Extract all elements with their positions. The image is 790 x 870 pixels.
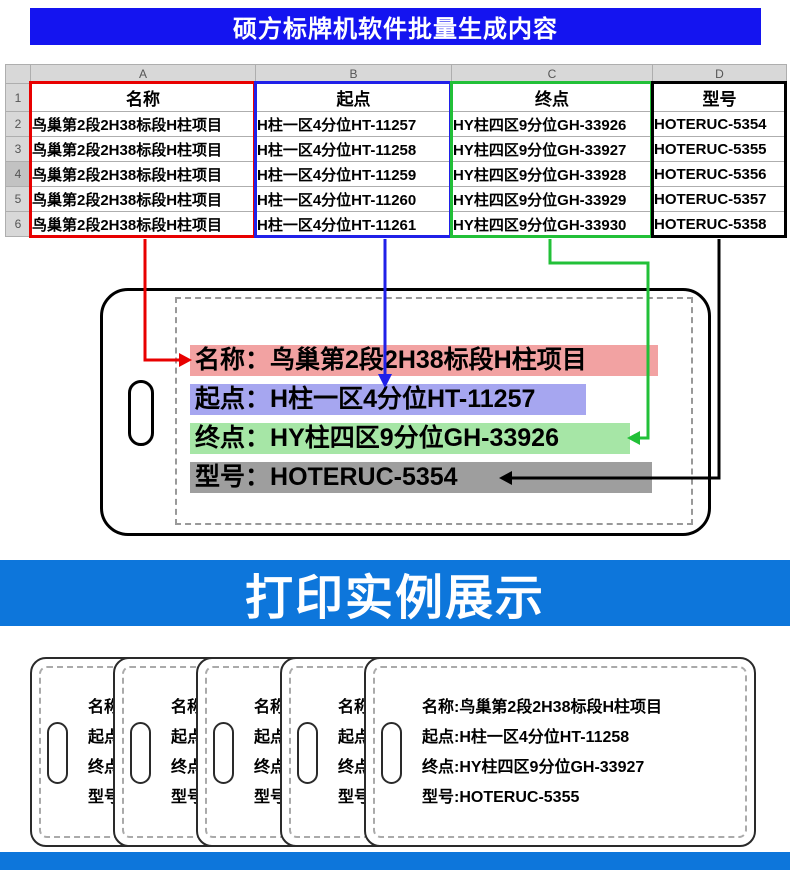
header-cell-end[interactable]: 终点 <box>451 83 653 112</box>
header-cell-model[interactable]: 型号 <box>652 83 787 112</box>
cell-end[interactable]: HY柱四区9分位GH-33930 <box>451 211 653 237</box>
column-letter-row: A B C D <box>5 64 787 84</box>
row-number[interactable]: 4 <box>5 161 31 187</box>
cell-start[interactable]: H柱一区4分位HT-11257 <box>255 111 452 137</box>
print-example-banner: 打印实例展示 <box>0 560 790 626</box>
row-number[interactable]: 2 <box>5 111 31 137</box>
column-header-c[interactable]: C <box>451 64 653 84</box>
row-number[interactable]: 5 <box>5 186 31 212</box>
top-banner: 硕方标牌机软件批量生成内容 <box>30 8 761 45</box>
row-number[interactable]: 6 <box>5 211 31 237</box>
table-row: 5 鸟巢第2段2H38标段H柱项目 H柱一区4分位HT-11260 HY柱四区9… <box>5 186 787 212</box>
preview-value: 鸟巢第2段2H38标段H柱项目 <box>270 346 587 374</box>
cell-name[interactable]: 鸟巢第2段2H38标段H柱项目 <box>30 186 256 212</box>
cell-model[interactable]: HOTERUC-5356 <box>652 161 787 187</box>
column-header-b[interactable]: B <box>255 64 452 84</box>
tag-hole-icon <box>213 722 234 784</box>
cell-model[interactable]: HOTERUC-5358 <box>652 211 787 237</box>
label-preview-tag: 名称：鸟巢第2段2H38标段H柱项目 起点：H柱一区4分位HT-11257 终点… <box>100 288 711 536</box>
column-header-a[interactable]: A <box>30 64 256 84</box>
tag-hole-icon <box>47 722 68 784</box>
bottom-strip <box>0 852 790 870</box>
preview-value: HY柱四区9分位GH-33926 <box>270 424 559 452</box>
preview-label: 终点： <box>195 424 271 452</box>
header-cell-name[interactable]: 名称 <box>30 83 256 112</box>
preview-value: H柱一区4分位HT-11257 <box>270 385 536 413</box>
table-header-row: 1 名称 起点 终点 型号 <box>5 83 787 112</box>
preview-label: 名称： <box>195 346 271 374</box>
cell-end[interactable]: HY柱四区9分位GH-33929 <box>451 186 653 212</box>
table-row: 4 鸟巢第2段2H38标段H柱项目 H柱一区4分位HT-11259 HY柱四区9… <box>5 161 787 187</box>
preview-line-start: 起点：H柱一区4分位HT-11257 <box>190 384 586 415</box>
printed-line-model: 型号:HOTERUC-5355 <box>422 789 580 806</box>
table-row: 6 鸟巢第2段2H38标段H柱项目 H柱一区4分位HT-11261 HY柱四区9… <box>5 211 787 237</box>
tag-hole-icon <box>128 380 154 446</box>
row-number[interactable]: 1 <box>5 83 31 112</box>
cell-name[interactable]: 鸟巢第2段2H38标段H柱项目 <box>30 111 256 137</box>
printed-line-end: 终点:HY柱四区9分位GH-33927 <box>422 759 645 776</box>
preview-line-model: 型号：HOTERUC-5354 <box>190 462 652 493</box>
tag-hole-icon <box>297 722 318 784</box>
print-area-dashed-border <box>373 666 747 838</box>
tag-hole-icon <box>381 722 402 784</box>
printed-tag-front: 名称:鸟巢第2段2H38标段H柱项目 起点:H柱一区4分位HT-11258 终点… <box>364 657 756 847</box>
sheet-corner[interactable] <box>5 64 31 84</box>
cell-model[interactable]: HOTERUC-5355 <box>652 136 787 162</box>
cell-model[interactable]: HOTERUC-5354 <box>652 111 787 137</box>
cell-start[interactable]: H柱一区4分位HT-11258 <box>255 136 452 162</box>
cell-end[interactable]: HY柱四区9分位GH-33926 <box>451 111 653 137</box>
column-header-d[interactable]: D <box>652 64 787 84</box>
preview-label: 型号： <box>195 463 271 491</box>
table-row: 2 鸟巢第2段2H38标段H柱项目 H柱一区4分位HT-11257 HY柱四区9… <box>5 111 787 137</box>
cell-name[interactable]: 鸟巢第2段2H38标段H柱项目 <box>30 136 256 162</box>
printed-line-name: 名称:鸟巢第2段2H38标段H柱项目 <box>422 699 663 716</box>
cell-end[interactable]: HY柱四区9分位GH-33928 <box>451 161 653 187</box>
header-cell-start[interactable]: 起点 <box>255 83 452 112</box>
preview-lines: 名称：鸟巢第2段2H38标段H柱项目 起点：H柱一区4分位HT-11257 终点… <box>190 345 658 501</box>
tag-hole-icon <box>130 722 151 784</box>
cell-model[interactable]: HOTERUC-5357 <box>652 186 787 212</box>
printed-tag-lines: 名称:鸟巢第2段2H38标段H柱项目 起点:H柱一区4分位HT-11258 终点… <box>422 693 662 813</box>
cell-name[interactable]: 鸟巢第2段2H38标段H柱项目 <box>30 161 256 187</box>
table-row: 3 鸟巢第2段2H38标段H柱项目 H柱一区4分位HT-11258 HY柱四区9… <box>5 136 787 162</box>
cell-start[interactable]: H柱一区4分位HT-11259 <box>255 161 452 187</box>
preview-line-name: 名称：鸟巢第2段2H38标段H柱项目 <box>190 345 658 376</box>
cell-start[interactable]: H柱一区4分位HT-11261 <box>255 211 452 237</box>
preview-line-end: 终点：HY柱四区9分位GH-33926 <box>190 423 630 454</box>
preview-label: 起点： <box>195 385 271 413</box>
row-number[interactable]: 3 <box>5 136 31 162</box>
spreadsheet: A B C D 1 名称 起点 终点 型号 2 鸟巢第2段2H38标段H柱项目 … <box>5 64 787 237</box>
cell-name[interactable]: 鸟巢第2段2H38标段H柱项目 <box>30 211 256 237</box>
spreadsheet-table: A B C D 1 名称 起点 终点 型号 2 鸟巢第2段2H38标段H柱项目 … <box>5 64 787 237</box>
preview-value: HOTERUC-5354 <box>270 463 458 491</box>
cell-end[interactable]: HY柱四区9分位GH-33927 <box>451 136 653 162</box>
printed-line-start: 起点:H柱一区4分位HT-11258 <box>422 729 630 746</box>
cell-start[interactable]: H柱一区4分位HT-11260 <box>255 186 452 212</box>
